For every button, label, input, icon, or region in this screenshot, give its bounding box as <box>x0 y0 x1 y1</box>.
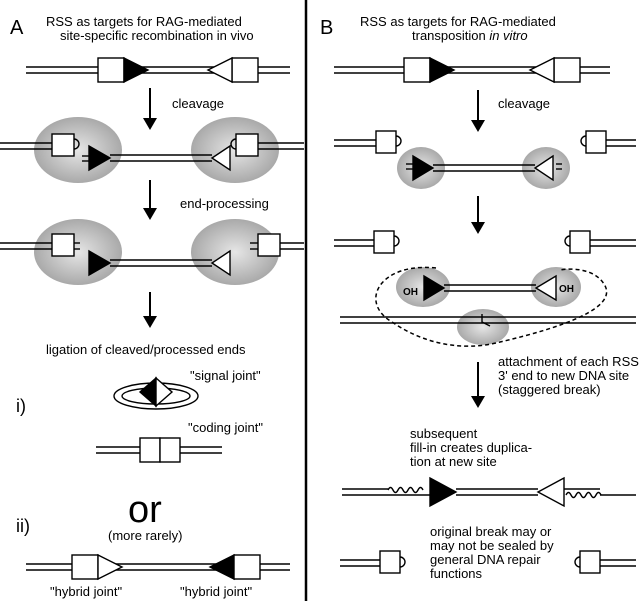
b-fill-line2: fill-in creates duplica- <box>410 440 532 455</box>
b-coding-ends <box>334 230 636 254</box>
a-label-coding-joint: "coding joint" <box>188 420 263 435</box>
a-label-hybrid-joint-right: "hybrid joint" <box>180 584 252 599</box>
a-label-signal-joint: "signal joint" <box>190 368 261 383</box>
a-step-end-processing: end-processing <box>180 196 269 211</box>
b-cleaved <box>334 130 636 154</box>
a-substrate <box>26 56 290 84</box>
b-signal-complex-1 <box>397 147 570 189</box>
coding-joint <box>96 437 222 463</box>
a-label-hybrid-joint-left: "hybrid joint" <box>50 584 122 599</box>
b-integration-product <box>342 476 636 508</box>
a-roman-ii: ii) <box>16 516 30 536</box>
b-orig-line3: general DNA repair <box>430 552 541 567</box>
panel-b-title-line2: transposition in vitro <box>412 28 528 43</box>
panel-a: A RSS as targets for RAG-mediated site-s… <box>0 14 304 599</box>
panel-b-title-plain: transposition <box>412 28 489 43</box>
b-oh-left: OH <box>403 287 418 298</box>
panel-a-title-line1: RSS as targets for RAG-mediated <box>46 14 242 29</box>
a-step-cleavage: cleavage <box>172 96 224 111</box>
b-attach-line1: attachment of each RSS <box>498 354 639 369</box>
b-orig-line4: functions <box>430 566 483 581</box>
b-step-cleavage: cleavage <box>498 96 550 111</box>
panel-b-title-line1: RSS as targets for RAG-mediated <box>360 14 556 29</box>
a-roman-i: i) <box>16 396 26 416</box>
b-orig-line1: original break may or <box>430 524 552 539</box>
b-attach-line2: 3' end to new DNA site <box>498 368 629 383</box>
panel-a-title-line2: site-specific recombination in vivo <box>60 28 254 43</box>
b-orig-line2: may not be sealed by <box>430 538 554 553</box>
hybrid-joint-row <box>26 553 290 581</box>
panel-b-letter: B <box>320 17 333 39</box>
a-cleaved-complex <box>0 117 304 183</box>
b-leftover-ends <box>340 550 636 574</box>
a-more-rarely: (more rarely) <box>108 528 182 543</box>
panel-b-title-italic: in vitro <box>489 28 527 43</box>
a-step-ligation: ligation of cleaved/processed ends <box>46 342 246 357</box>
signal-joint-ring <box>113 376 199 410</box>
a-processed-complex <box>0 219 304 285</box>
b-substrate <box>334 56 610 84</box>
b-oh-right: OH <box>559 284 574 295</box>
panel-b: B RSS as targets for RAG-mediated transp… <box>320 14 639 581</box>
panel-a-letter: A <box>10 17 24 39</box>
a-or-word: or <box>128 489 162 531</box>
b-attach-line3: (staggered break) <box>498 382 601 397</box>
b-fill-line1: subsequent <box>410 426 478 441</box>
b-fill-line3: tion at new site <box>410 454 497 469</box>
b-target-capture: OH OH <box>340 266 636 347</box>
